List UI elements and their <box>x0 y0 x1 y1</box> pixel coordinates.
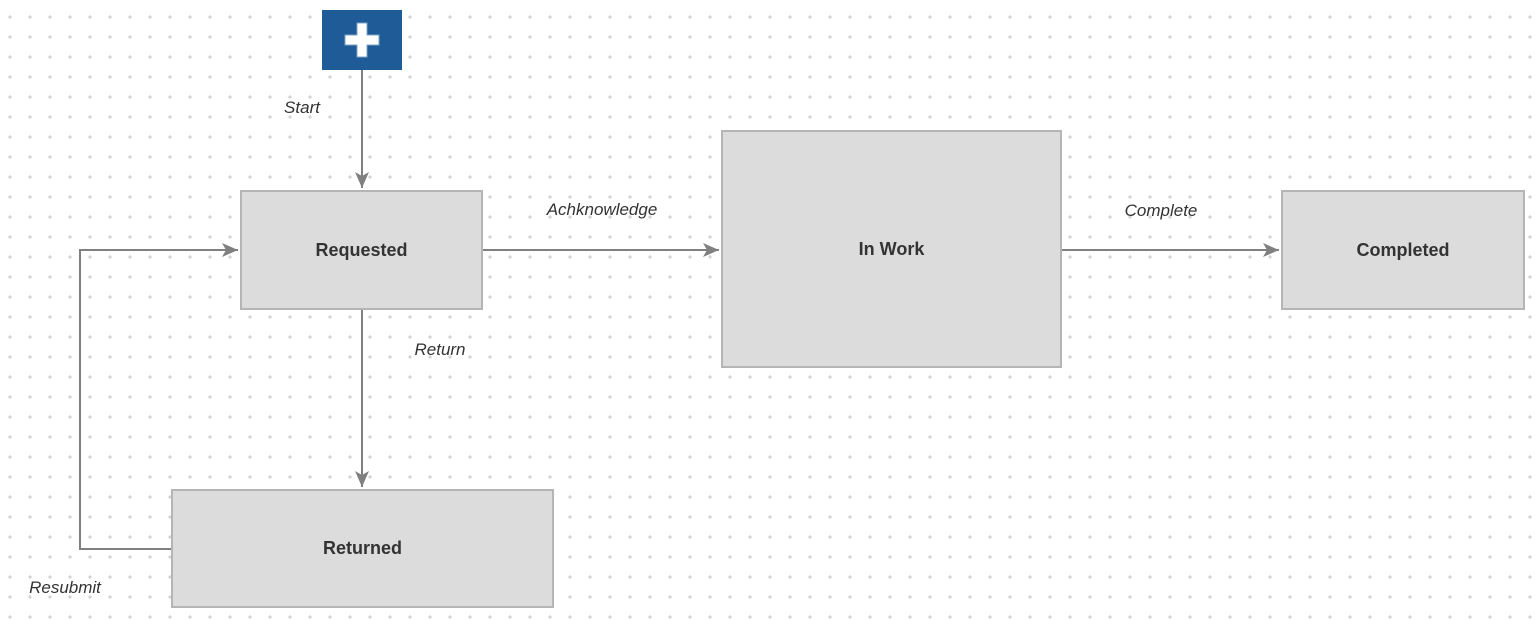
edge-label-return: Return <box>414 340 466 359</box>
node-in-work-label: In Work <box>858 238 925 259</box>
edge-label-resubmit: Resubmit <box>29 578 101 597</box>
node-requested-label: Requested <box>315 239 408 260</box>
edge-label-acknowledge: Achknowledge <box>546 200 658 219</box>
node-completed-label: Completed <box>1356 239 1450 260</box>
node-returned-label: Returned <box>322 538 402 558</box>
edge-label-start: Start <box>284 98 320 117</box>
start-button-node[interactable] <box>322 10 402 70</box>
edge-label-complete: Complete <box>1124 201 1198 220</box>
edge-resubmit[interactable] <box>79 243 238 550</box>
node-requested[interactable]: Requested <box>240 190 483 310</box>
node-completed[interactable]: Completed <box>1281 190 1525 310</box>
node-returned[interactable]: Returned <box>171 489 554 608</box>
plus-icon <box>344 22 380 58</box>
node-in-work[interactable]: In Work <box>721 130 1062 368</box>
